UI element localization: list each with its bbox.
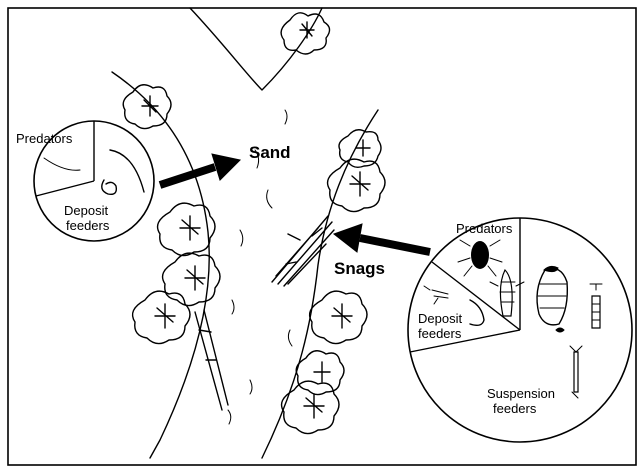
shrub-right-4 bbox=[296, 351, 344, 395]
shrub-right-3 bbox=[310, 291, 367, 343]
snag-woody-debris bbox=[272, 216, 334, 286]
arrow-to-snags bbox=[334, 224, 430, 252]
right-pie-suspension-label-1: Suspension bbox=[487, 386, 555, 401]
upper-channel-fork bbox=[190, 8, 322, 90]
right-pie-deposit-label-1: Deposit bbox=[418, 311, 462, 326]
snags-label: Snags bbox=[334, 259, 385, 278]
arrow-to-sand bbox=[160, 154, 240, 185]
right-pie-predators-label: Predators bbox=[456, 221, 513, 236]
shrub-top bbox=[281, 13, 329, 54]
small-larva-icon bbox=[556, 328, 564, 332]
blackfly-larva-icon bbox=[537, 266, 567, 324]
shrub-upper-left bbox=[123, 85, 171, 129]
left-pie-deposit-label-2: feeders bbox=[66, 218, 110, 233]
shrub-left-3 bbox=[133, 291, 190, 343]
left-pie-deposit-label-1: Deposit bbox=[64, 203, 108, 218]
bank-log bbox=[195, 310, 228, 410]
shrub-left-1 bbox=[158, 203, 215, 255]
sand-label: Sand bbox=[249, 143, 291, 162]
right-pie-chart: Predators Deposit feeders Suspension fee… bbox=[408, 218, 632, 442]
left-pie-chart: Predators Deposit feeders bbox=[16, 121, 154, 241]
right-pie-suspension-label-2: feeders bbox=[493, 401, 537, 416]
right-pie-deposit-label-2: feeders bbox=[418, 326, 462, 341]
left-pie-predators-label: Predators bbox=[16, 131, 73, 146]
shrub-left-2 bbox=[163, 253, 220, 305]
